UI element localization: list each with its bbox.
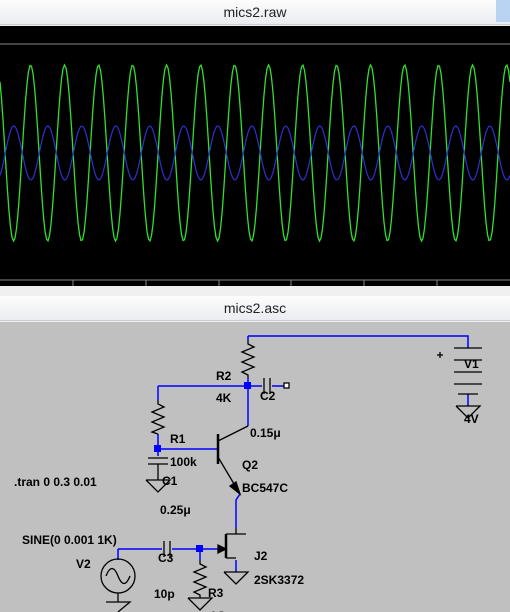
trace-blue [0,125,510,181]
r2-label: R2 [216,369,232,383]
v2-label: V2 [76,557,91,571]
r2-value: 4K [216,391,232,405]
junction-base [154,445,161,452]
r3-ground-icon [187,597,214,611]
titlebar-accent [496,0,510,22]
waveform-titlebar[interactable]: mics2.raw [0,0,510,25]
r1-value: 100k [170,455,197,469]
q2-label: Q2 [242,458,258,472]
j2-ground-icon [223,571,250,585]
v1-label: V1 [464,357,479,371]
wire-v1-supply [248,335,469,348]
v1-value: 4V [464,412,479,426]
v2-ground-icon [106,601,132,612]
c1-label: C1 [162,474,178,488]
time-axis-ticks [72,280,438,286]
components [100,340,482,612]
schematic-titlebar[interactable]: mics2.asc [0,296,510,321]
r1-label: R1 [170,432,186,446]
j2-value: 2SK3372 [254,573,304,587]
q2-collector-leg[interactable] [217,425,249,442]
waveform-plot[interactable] [0,26,510,286]
wires [117,335,469,572]
r3-label: R3 [208,586,224,600]
v1-ground-icon [455,405,482,419]
junction-gate [196,545,203,552]
r3-value: 1G [210,609,226,612]
tran-directive[interactable]: .tran 0 0.3 0.01 [14,475,97,489]
source-spec[interactable]: SINE(0 0.001 1K) [22,533,117,547]
waveform-title: mics2.raw [223,4,287,20]
c3-label: C3 [158,551,174,565]
r2-symbol[interactable] [240,340,256,378]
c1-value: 0.25μ [160,503,191,517]
q2-emitter-arrow-icon [228,480,242,496]
wire-emitter-drain [235,493,241,528]
sine-wave-icon [105,567,131,585]
trace-green [0,63,510,243]
schematic-title: mics2.asc [223,300,287,316]
junctions [154,382,251,552]
r1-symbol[interactable] [150,400,166,435]
c2-value: 0.15μ [250,426,281,440]
r3-symbol[interactable] [192,560,208,598]
schematic-window: mics2.asc [0,296,510,612]
schematic-canvas[interactable]: R2 4K C2 0.15μ R1 100k C1 0.25μ Q2 BC547… [0,322,510,612]
j2-gate-arrow-icon [217,543,228,555]
j2-label: J2 [254,549,268,563]
junction-collector [244,382,251,389]
waveform-window: mics2.raw [0,0,510,290]
c2-terminal [283,382,290,389]
c3-value: 10p [154,587,175,601]
q2-value: BC547C [242,481,288,495]
c2-label: C2 [260,389,276,403]
c1-ground-icon [145,479,172,493]
